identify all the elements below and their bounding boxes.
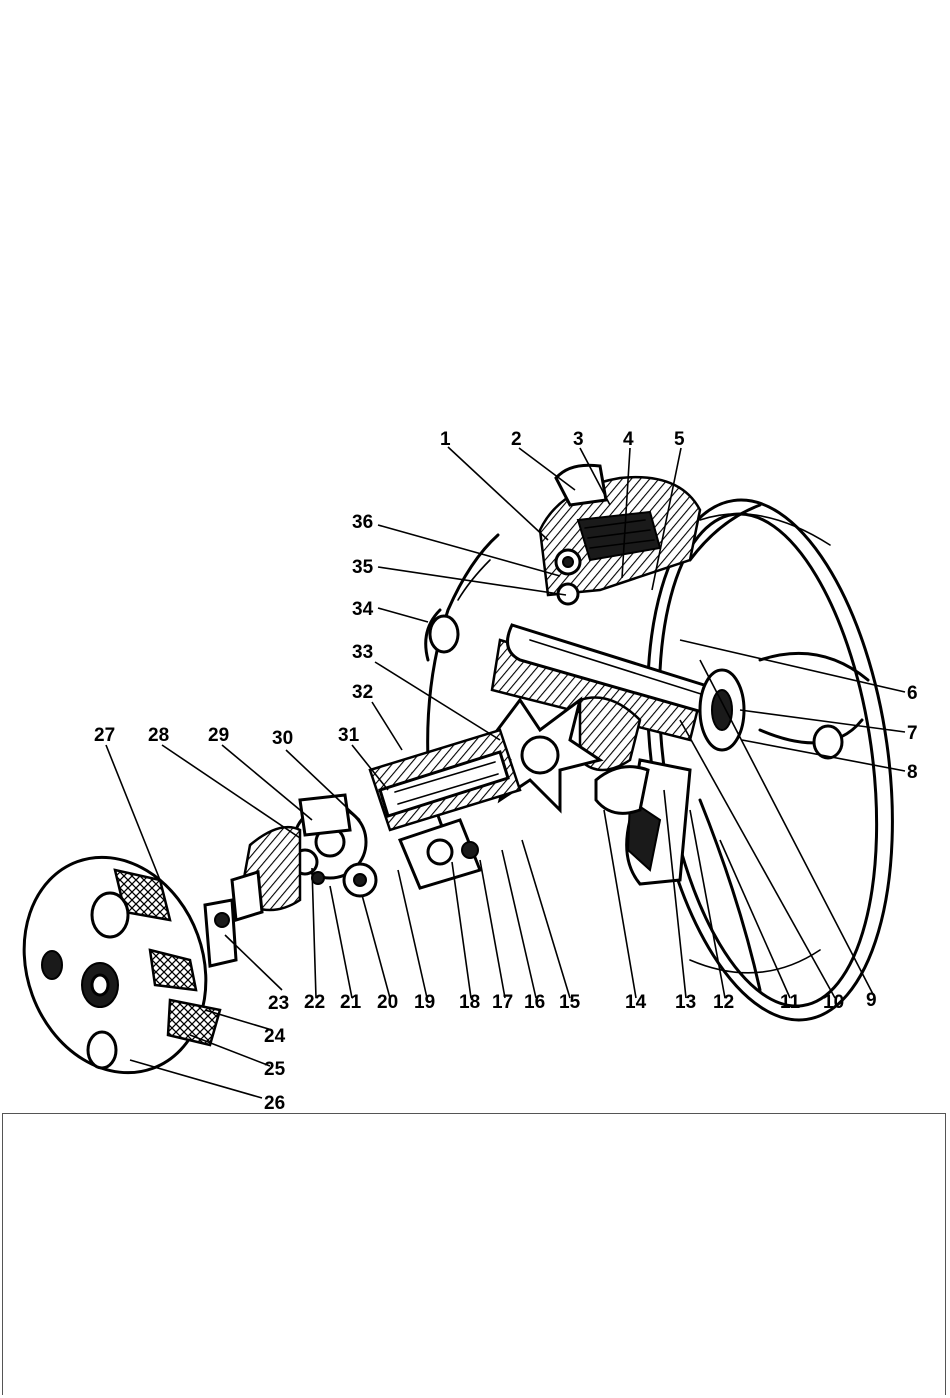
callout-6: 6 bbox=[907, 683, 918, 704]
callout-18: 18 bbox=[459, 992, 480, 1013]
column-flange bbox=[426, 535, 498, 870]
callout-2: 2 bbox=[511, 429, 522, 450]
callout-32: 32 bbox=[352, 682, 373, 703]
callout-26: 26 bbox=[264, 1093, 285, 1114]
callout-36: 36 bbox=[352, 512, 373, 533]
callout-28: 28 bbox=[148, 725, 169, 746]
callout-25: 25 bbox=[264, 1059, 286, 1080]
callout-22: 22 bbox=[304, 992, 325, 1013]
callout-11: 11 bbox=[780, 992, 801, 1013]
callout-24: 24 bbox=[264, 1026, 286, 1047]
callout-15: 15 bbox=[559, 992, 581, 1013]
callout-21: 21 bbox=[340, 992, 362, 1013]
callout-13: 13 bbox=[675, 992, 696, 1013]
callout-19: 19 bbox=[414, 992, 435, 1013]
callout-12: 12 bbox=[713, 992, 734, 1013]
callout-9: 9 bbox=[866, 990, 877, 1011]
callout-3: 3 bbox=[573, 429, 584, 450]
callout-31: 31 bbox=[338, 725, 360, 746]
callout-33: 33 bbox=[352, 642, 373, 663]
callout-30: 30 bbox=[272, 728, 293, 749]
callout-34: 34 bbox=[352, 599, 374, 620]
callout-4: 4 bbox=[623, 429, 634, 450]
callout-16: 16 bbox=[524, 992, 545, 1013]
callout-8: 8 bbox=[907, 762, 918, 783]
coupling-disc bbox=[0, 832, 236, 1099]
callout-7: 7 bbox=[907, 723, 918, 744]
callout-10: 10 bbox=[823, 992, 844, 1013]
callout-17: 17 bbox=[492, 992, 513, 1013]
callout-1: 1 bbox=[440, 429, 451, 450]
callout-27: 27 bbox=[94, 725, 115, 746]
callout-14: 14 bbox=[625, 992, 647, 1013]
callout-35: 35 bbox=[352, 557, 374, 578]
callout-29: 29 bbox=[208, 725, 229, 746]
callout-20: 20 bbox=[377, 992, 398, 1013]
intermediate-shaft bbox=[370, 730, 520, 888]
callout-5: 5 bbox=[674, 429, 685, 450]
caption-box bbox=[2, 1113, 946, 1395]
callout-23: 23 bbox=[268, 993, 289, 1014]
